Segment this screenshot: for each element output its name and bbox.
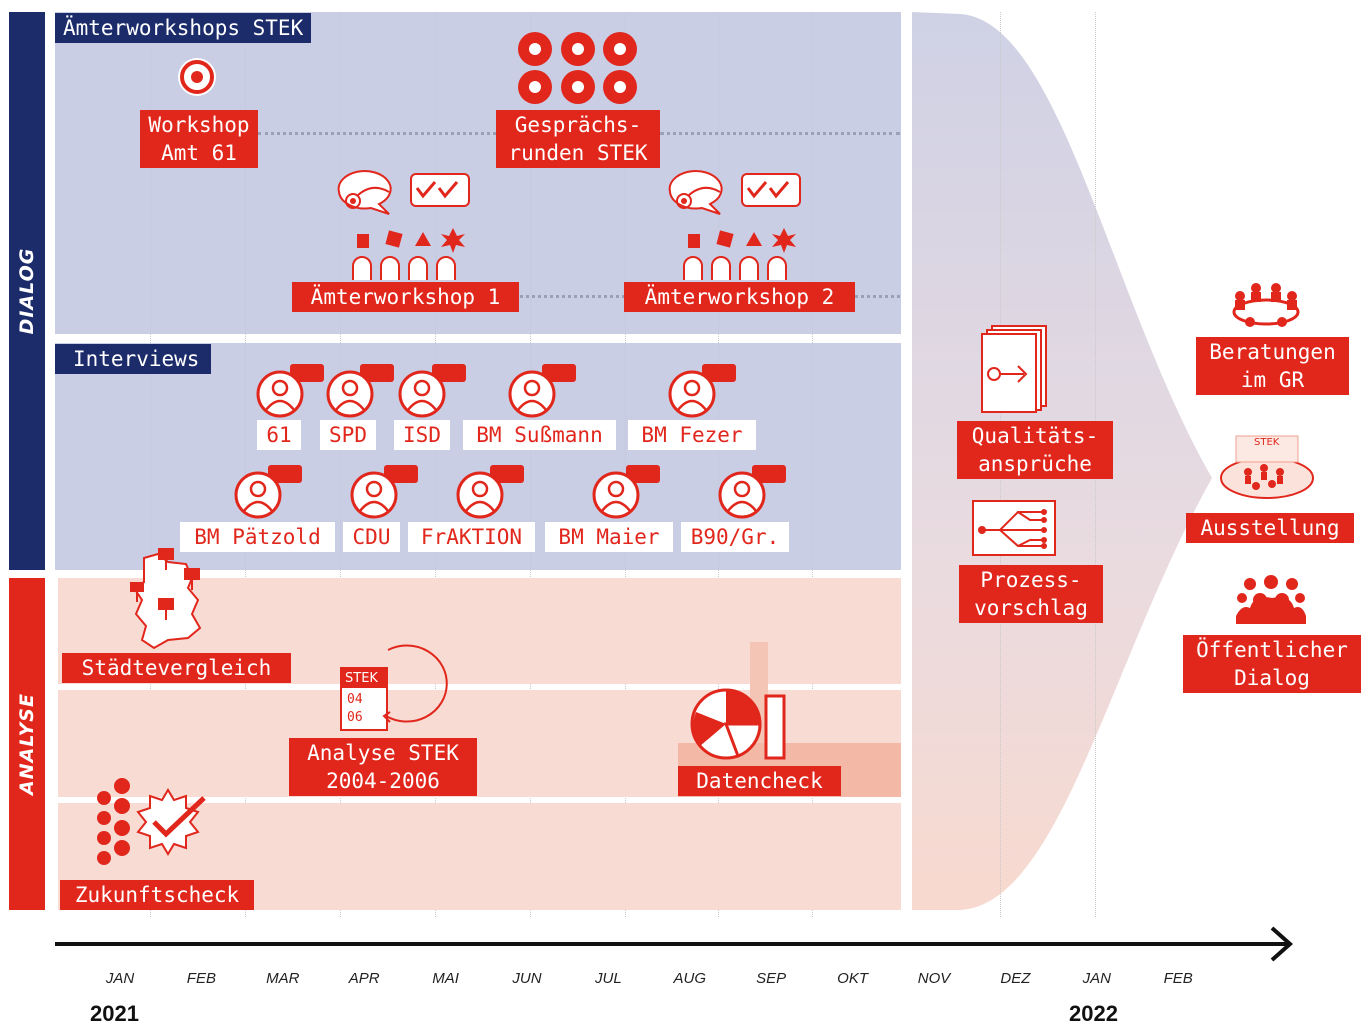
timeline-arrow: [55, 926, 1294, 962]
oeffentlicher-dialog-box: Öffentlicher Dialog: [1183, 635, 1361, 693]
aemterworkshop2-box: Ämterworkshop 2: [624, 282, 855, 312]
connector: [520, 295, 625, 298]
year-start: 2021: [90, 1001, 139, 1026]
interview-person-icon: [326, 364, 394, 418]
year-end: 2022: [1069, 1001, 1118, 1026]
beratungen-box: Beratungen im GR: [1196, 337, 1349, 395]
month-label: FEB: [1163, 970, 1193, 987]
workshop-people-icon: [668, 169, 801, 280]
interview-person-icon: [456, 465, 524, 519]
zukunftscheck-icons: [97, 778, 206, 865]
ausstellung-box: Ausstellung: [1186, 513, 1354, 543]
interviews-header: Interviews: [55, 344, 212, 374]
interview-label: BM Fezer: [628, 420, 756, 450]
exhibition-icon: [1220, 435, 1314, 499]
interview-label: BM Sußmann: [463, 420, 616, 450]
month-label: MAI: [432, 970, 459, 987]
interview-label: BM Maier: [545, 522, 673, 552]
month-label: AUG: [673, 970, 707, 987]
target-icon: [178, 58, 216, 96]
month-label: OKT: [837, 970, 869, 987]
staedtevergleich-box: Städtevergleich: [62, 653, 291, 683]
prozess-box: Prozess- vorschlag: [959, 565, 1103, 623]
dialog-label: DIALOG: [16, 247, 38, 335]
zukunftscheck-box: Zukunftscheck: [60, 880, 254, 910]
interview-person-icon: [592, 465, 660, 519]
datencheck-box: Datencheck: [678, 766, 841, 796]
month-label: SEP: [756, 970, 787, 987]
month-label: MAR: [266, 970, 300, 987]
month-label: JAN: [1082, 970, 1111, 987]
interview-person-icon: [398, 364, 466, 418]
group-dots-icon: [518, 32, 637, 104]
connector: [855, 295, 900, 298]
interview-label: B90/Gr.: [681, 522, 789, 552]
aemterworkshop1-box: Ämterworkshop 1: [292, 282, 519, 312]
analyse-stek-box: Analyse STEK 2004-2006: [289, 738, 477, 796]
interview-label: CDU: [343, 522, 400, 552]
month-label: JUL: [595, 970, 622, 987]
analyse-sidebar: ANALYSE: [9, 578, 45, 910]
connector: [258, 132, 496, 135]
interview-label: BM Pätzold: [180, 522, 335, 552]
month-label: DEZ: [1000, 970, 1031, 987]
dialog-sidebar: DIALOG: [9, 12, 45, 570]
stek-doc-title: STEK: [345, 671, 378, 686]
month-label: APR: [348, 970, 380, 987]
exhibition-sign: STEK: [1254, 437, 1280, 448]
month-label: FEB: [186, 970, 216, 987]
interview-label: SPD: [320, 420, 376, 450]
interview-label: ISD: [394, 420, 450, 450]
interview-label: FrAKTION: [408, 522, 535, 552]
interview-person-icon: [234, 465, 302, 519]
month-label: JAN: [105, 970, 135, 987]
stek-doc-line2: 06: [347, 710, 363, 725]
analyse-label: ANALYSE: [16, 693, 38, 795]
crowd-icon: [1236, 575, 1306, 624]
document-stack-icon: [981, 325, 1047, 413]
interview-person-icon: [508, 364, 576, 418]
pie-chart-icon: [690, 688, 786, 760]
process-tree-icon: [972, 500, 1056, 556]
workshops-header: Ämterworkshops STEK: [55, 13, 312, 43]
interview-person-icon: [350, 465, 418, 519]
council-meeting-icon: [1232, 283, 1300, 327]
connector: [660, 132, 900, 135]
interview-person-icon: [718, 465, 786, 519]
germany-map-icon: [130, 548, 202, 650]
workshop-amt61-box: Workshop Amt 61: [140, 110, 258, 168]
workshop-people-icon: [337, 169, 470, 280]
gespraechsrunden-box: Gesprächs- runden STEK: [496, 110, 660, 168]
interview-label: 61: [257, 420, 301, 450]
month-label: JUN: [512, 970, 542, 987]
interview-person-icon: [668, 364, 736, 418]
qualitaet-box: Qualitäts- ansprüche: [957, 421, 1113, 479]
stek-document-icon: [340, 644, 448, 731]
month-label: NOV: [917, 970, 951, 987]
interview-person-icon: [256, 364, 324, 418]
stek-doc-line1: 04: [347, 692, 363, 707]
